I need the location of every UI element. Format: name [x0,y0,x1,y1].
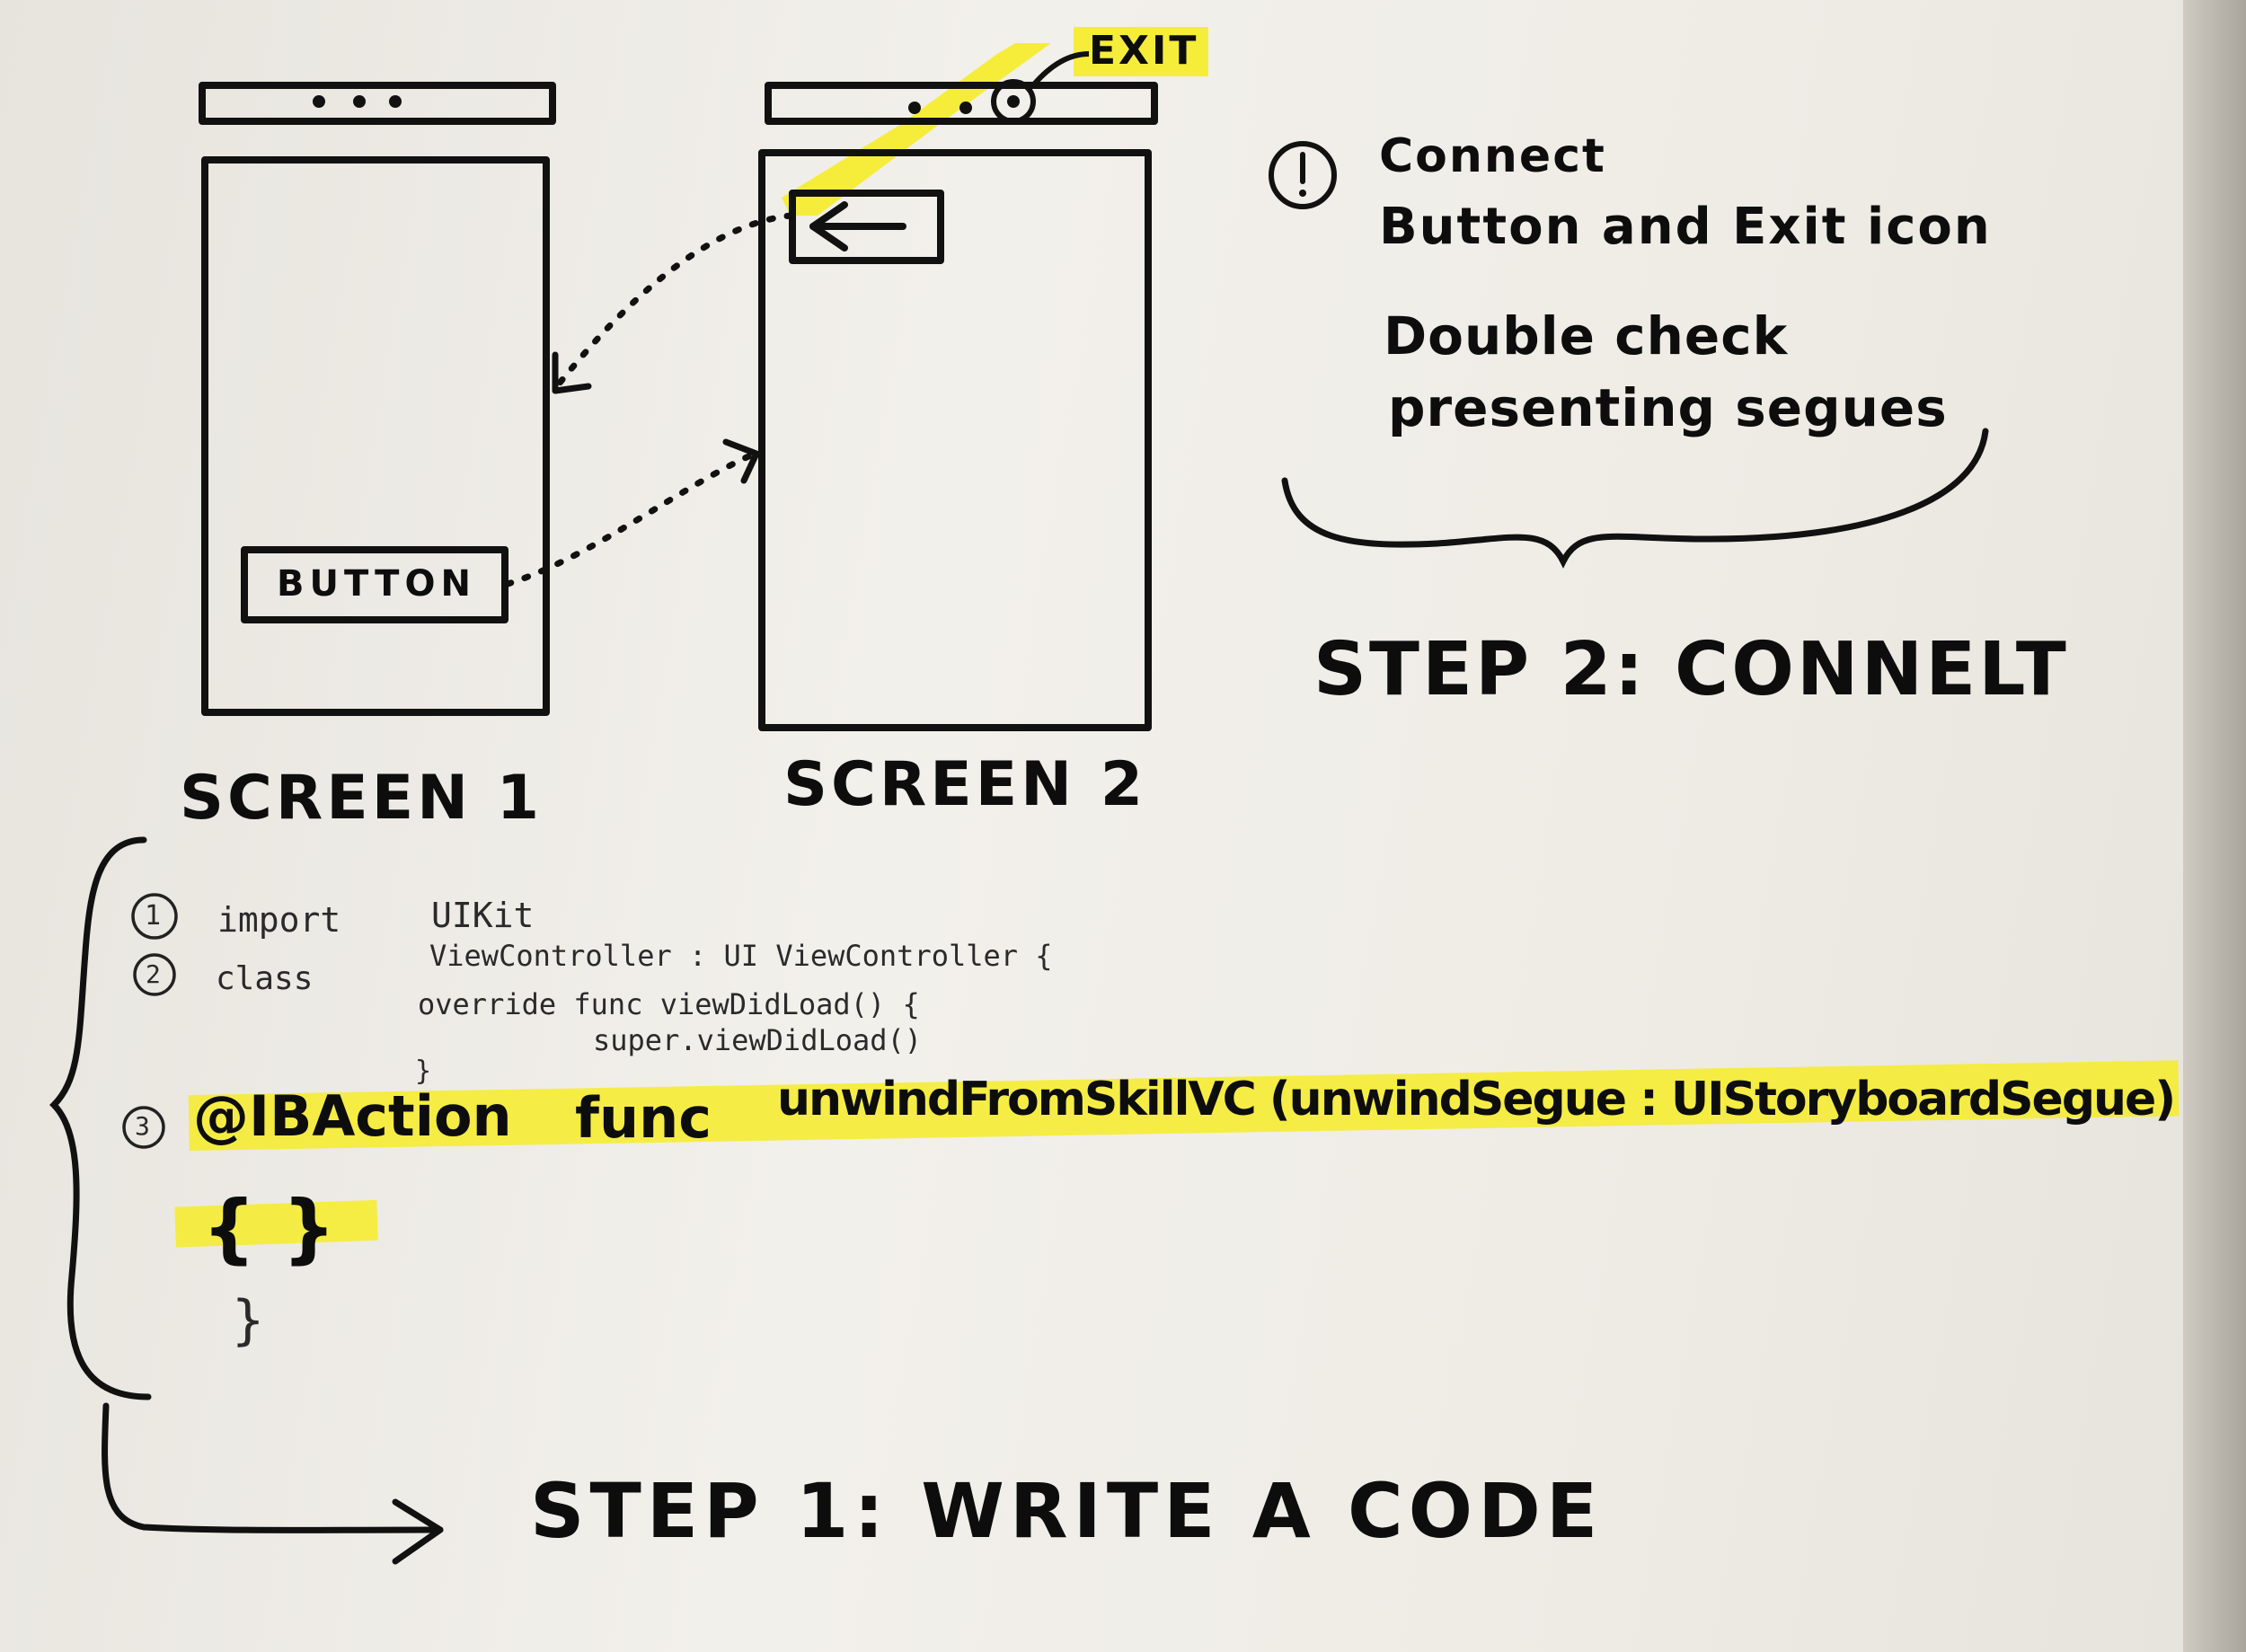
code-import-keyword: import [217,900,341,940]
step2-heading: STEP 2: CONNELT [1313,627,2069,712]
step1-heading: STEP 1: WRITE A CODE [530,1467,1604,1555]
code-brace [49,836,152,1400]
info-exclamation-icon [1269,141,1337,209]
code-class-declaration: ViewController : UI ViewController { [429,939,1053,973]
code-class-close-brace: } [232,1289,265,1352]
note-brace [1281,428,1989,569]
code-class-keyword: class [216,960,314,997]
screen-2-back-button [789,190,944,264]
ibaction-line-highlight [188,1060,2180,1152]
screen-1-body [201,156,550,716]
code-func-keyword: func [575,1085,712,1151]
code-import-value: UIKit [431,896,535,935]
code-empty-braces: { } [202,1184,336,1272]
code-line-number-1: 1 [145,900,162,932]
button-label: BUTTON [277,563,476,605]
code-override-line: override func viewDidLoad() { [418,987,920,1021]
note-line-double-check: Double check [1384,305,1789,367]
step1-arrowhead [392,1498,444,1565]
code-line-number-2: 2 [146,959,161,989]
screen-1-dots [313,95,402,108]
screen-1-label: SCREEN 1 [180,763,544,834]
step1-arrow-line [102,1402,444,1533]
note-line-segues: presenting segues [1388,377,1948,438]
code-super-line: super.viewDidLoad() [593,1023,923,1057]
empty-braces-highlight [174,1199,378,1248]
screen-1-topbar [199,82,556,125]
exit-label: EXIT [1089,28,1199,74]
screen-2-mockup [758,82,1158,731]
button-to-screen2-connector [504,450,758,587]
connector-arrowheads [552,351,760,484]
code-line-number-circles [122,893,178,1149]
exit-icon-circle [991,79,1036,124]
code-unwind-signature: unwindFromSkillVC (unwindSegue : UIStory… [777,1073,2176,1126]
paper-edge-shadow [2183,0,2246,1652]
screen-2-dots [908,95,1020,114]
back-arrow-icon [809,201,906,252]
screen-2-label: SCREEN 2 [783,749,1147,820]
exit-label-highlight [1074,27,1208,76]
note-line-connect: Connect [1379,129,1606,183]
exit-pointer-line [1030,51,1090,87]
code-ibaction-keyword: @IBAction [193,1083,512,1149]
screen-1-mockup [199,82,556,716]
code-line-number-3: 3 [135,1111,150,1141]
exit-to-screen1-connector [553,212,794,390]
screen-2-topbar [765,82,1158,125]
screen-2-body [758,149,1152,731]
note-line-button-exit: Button and Exit icon [1379,198,1992,256]
code-close-viewdidload: } [415,1056,432,1087]
segue-connectors [504,212,794,587]
